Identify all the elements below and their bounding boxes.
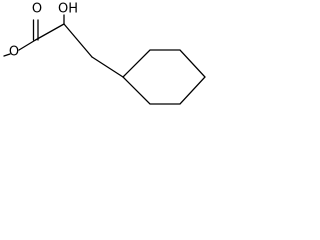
cyclohexane-ring bbox=[122, 49, 206, 105]
ester-c-o-bond bbox=[18, 39, 37, 51]
hydroxyl-label: OH bbox=[58, 2, 78, 17]
ch2-ring-bond bbox=[91, 56, 124, 78]
carbonyl-oxygen-label: O bbox=[32, 2, 42, 17]
carbonyl-alpha-bond bbox=[34, 23, 65, 41]
alpha-ch2-bond bbox=[63, 23, 93, 58]
o-methyl-bond bbox=[3, 53, 11, 57]
chemical-structure-diagram: O O OH bbox=[3, 2, 206, 105]
ester-oxygen-label: O bbox=[9, 45, 19, 60]
